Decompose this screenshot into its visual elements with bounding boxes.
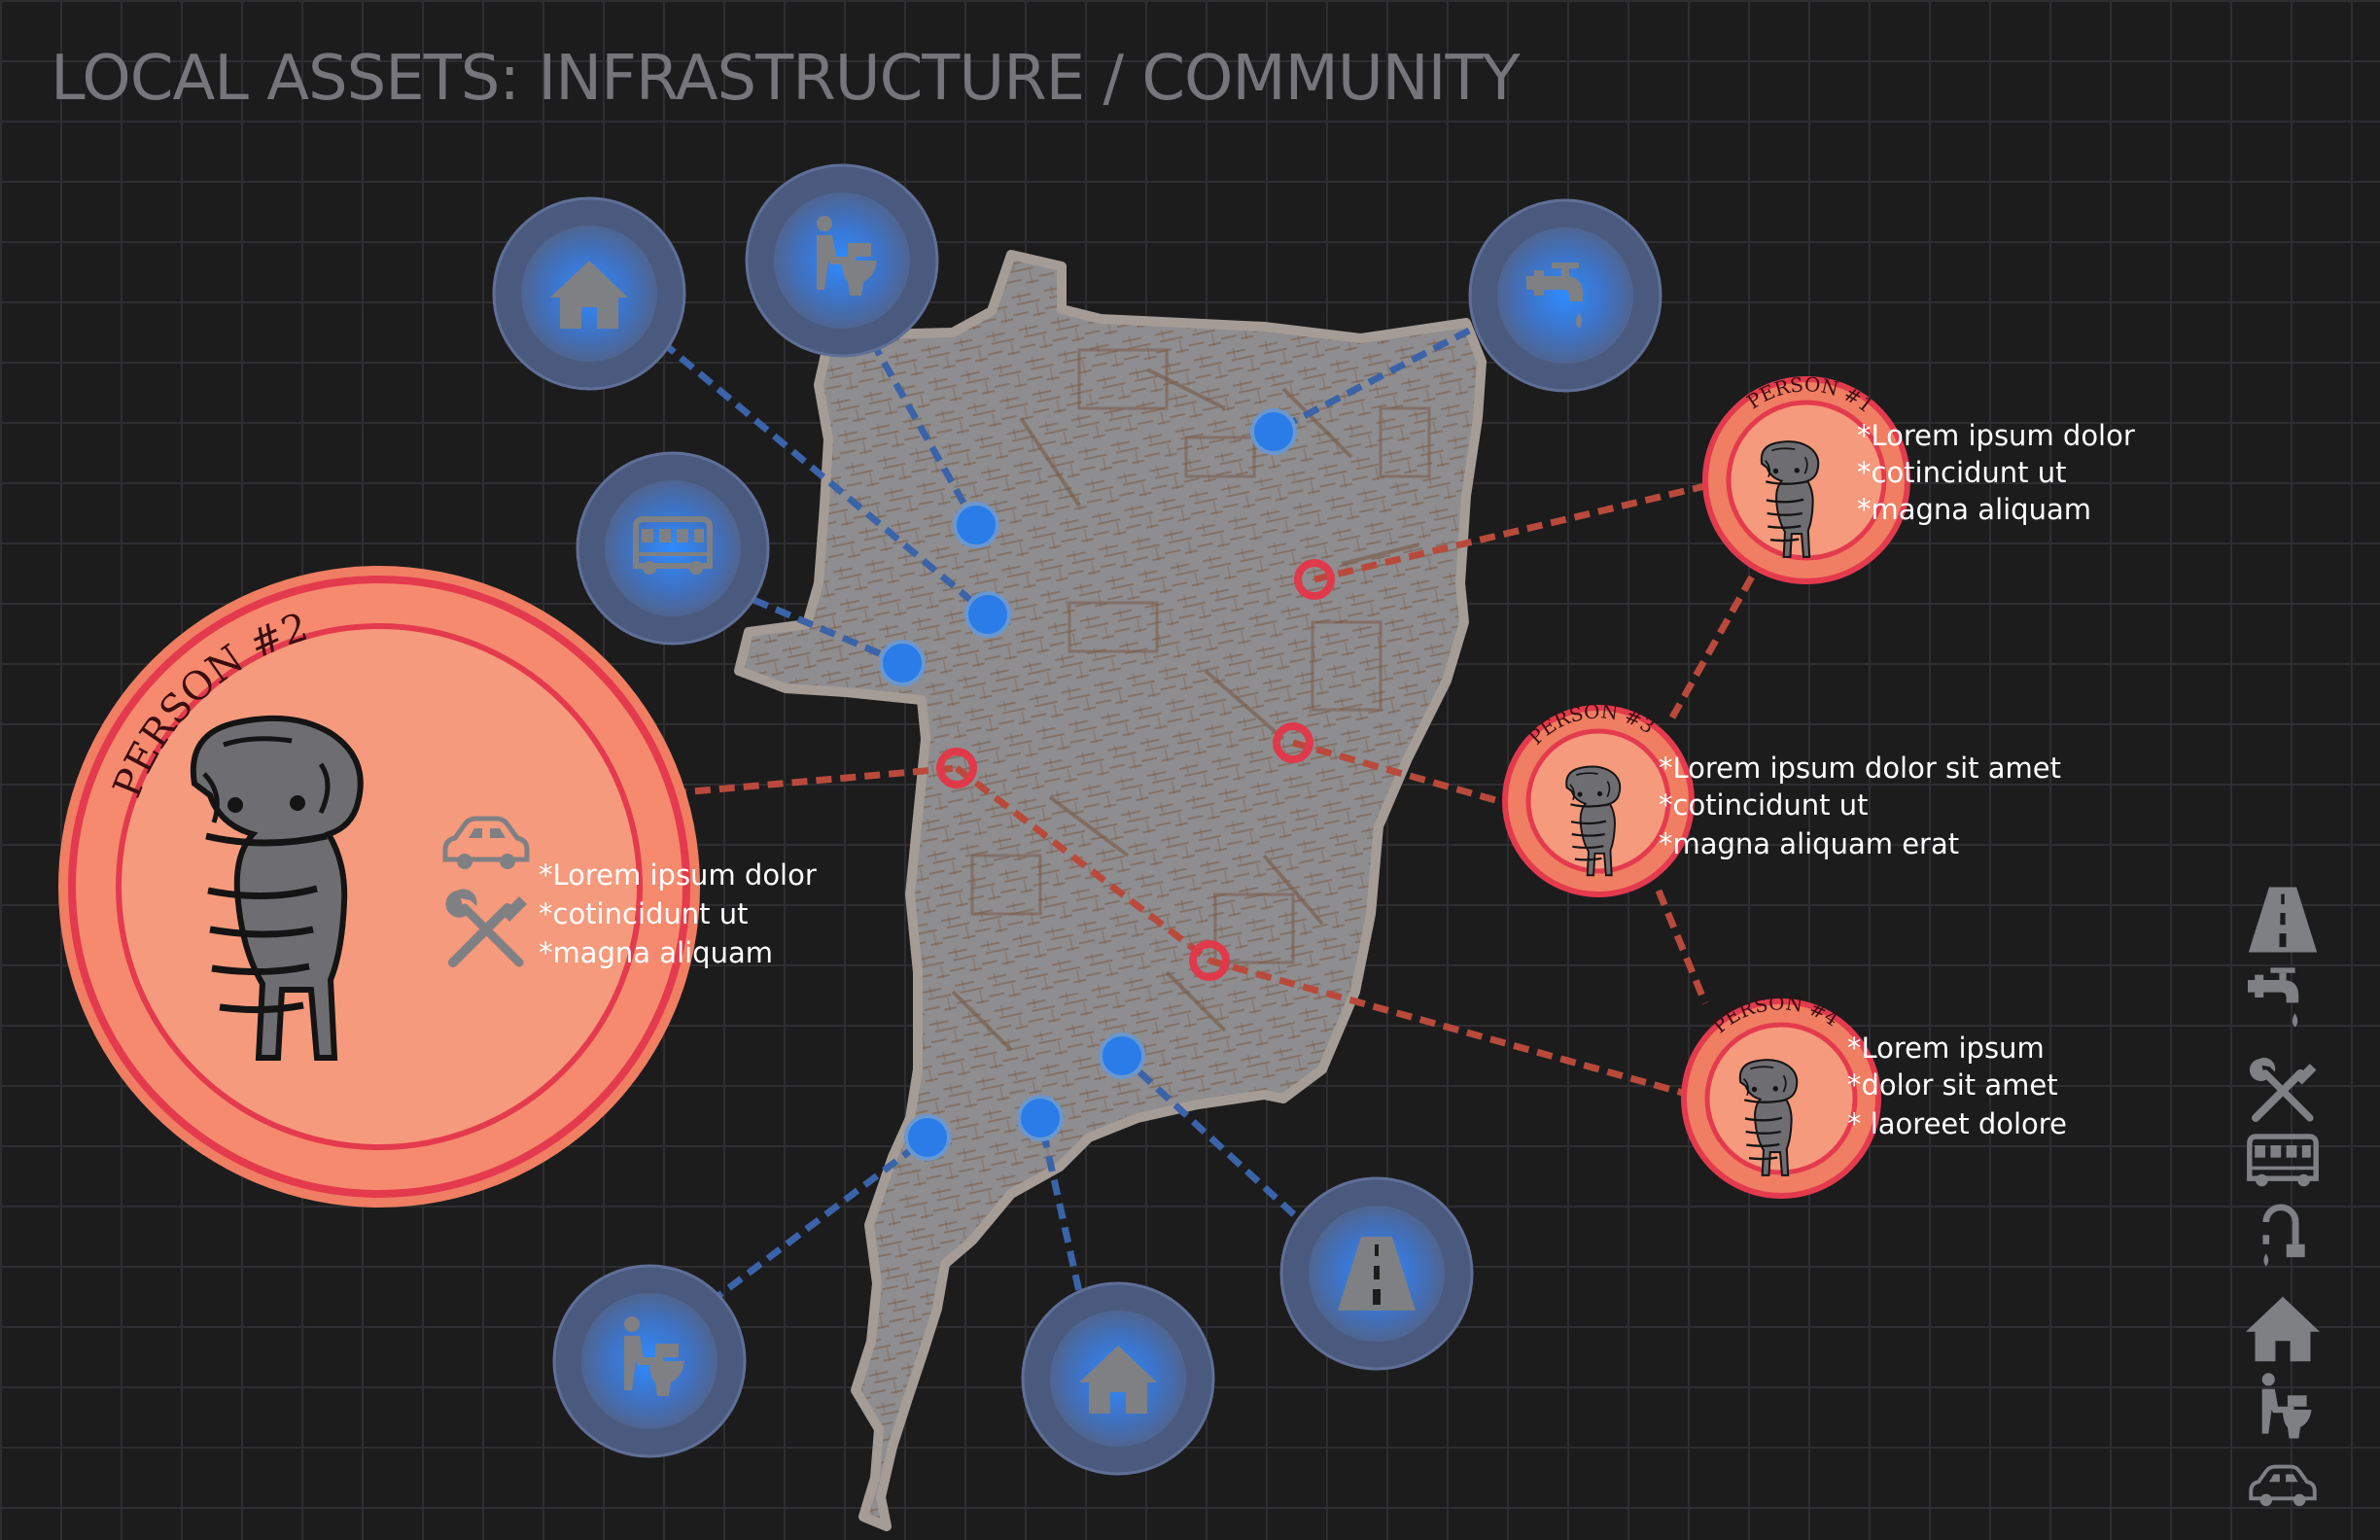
person-note: *magna aliquam erat: [1659, 827, 1959, 860]
person-note: *cotincidunt ut: [1857, 456, 2067, 489]
icon-legend: [2246, 887, 2320, 1509]
house-icon: [2246, 1296, 2320, 1362]
infra-node: [1250, 408, 1297, 455]
infra-node: [953, 502, 999, 548]
person-card-2[interactable]: PERSON #2 *Lorem ipsum dolor *cotincidun…: [58, 566, 817, 1208]
asset-faucet[interactable]: [1468, 198, 1662, 393]
community-links: [670, 480, 1760, 1099]
asset-toilet-bottom[interactable]: [552, 1264, 747, 1458]
community-node: [936, 748, 977, 788]
person-note: *Lorem ipsum dolor: [539, 858, 817, 892]
person-card-17[interactable]: PERSON #17 *Lorem ipsum dolor *cotincidu…: [1702, 372, 2135, 584]
bus-icon: [2250, 1137, 2316, 1186]
community-nodes: [936, 559, 1335, 981]
infra-node: [1017, 1095, 1064, 1141]
faucet-icon: [2248, 967, 2299, 1028]
person-note: *dolor sit amet: [1847, 1068, 2058, 1102]
person-note: * laoreet dolore: [1847, 1107, 2067, 1140]
infrastructure-nodes: [879, 408, 1297, 1161]
asset-bus[interactable]: [576, 451, 770, 646]
water-pipe-icon: [2263, 1208, 2304, 1267]
asset-toilet-top[interactable]: [745, 163, 939, 358]
asset-house-top[interactable]: [492, 196, 686, 391]
person-note: *cotincidunt ut: [1659, 788, 1869, 822]
car-icon: [2249, 1464, 2317, 1509]
person-card-32[interactable]: PERSON #32 *Lorem ipsum dolor sit amet *…: [1502, 699, 2061, 897]
infra-node: [879, 640, 926, 686]
asset-house-bottom[interactable]: [1021, 1281, 1215, 1476]
person-note: *magna aliquam: [1857, 493, 2091, 526]
asset-road[interactable]: [1279, 1176, 1474, 1371]
infra-node: [904, 1114, 951, 1161]
person-note: *Lorem ipsum dolor sit amet: [1659, 752, 2061, 785]
community-node: [1273, 722, 1313, 763]
person-note: *magna aliquam: [539, 936, 773, 969]
community-node: [1189, 940, 1230, 981]
page-title: LOCAL ASSETS: INFRASTRUCTURE / COMMUNITY: [51, 43, 1521, 115]
person-note: *Lorem ipsum dolor: [1857, 419, 2135, 452]
wrench-screwdriver-icon: [2250, 1058, 2317, 1118]
person-card-4[interactable]: PERSON #4 *Lorem ipsum *dolor sit amet *…: [1681, 991, 2067, 1199]
community-node: [1294, 559, 1335, 600]
road-icon: [2248, 887, 2318, 953]
toilet-icon: [2261, 1373, 2312, 1439]
infra-node: [1099, 1032, 1145, 1079]
person-note: *cotincidunt ut: [539, 897, 749, 930]
person-note: *Lorem ipsum: [1847, 1032, 2045, 1065]
infra-node: [964, 591, 1011, 638]
